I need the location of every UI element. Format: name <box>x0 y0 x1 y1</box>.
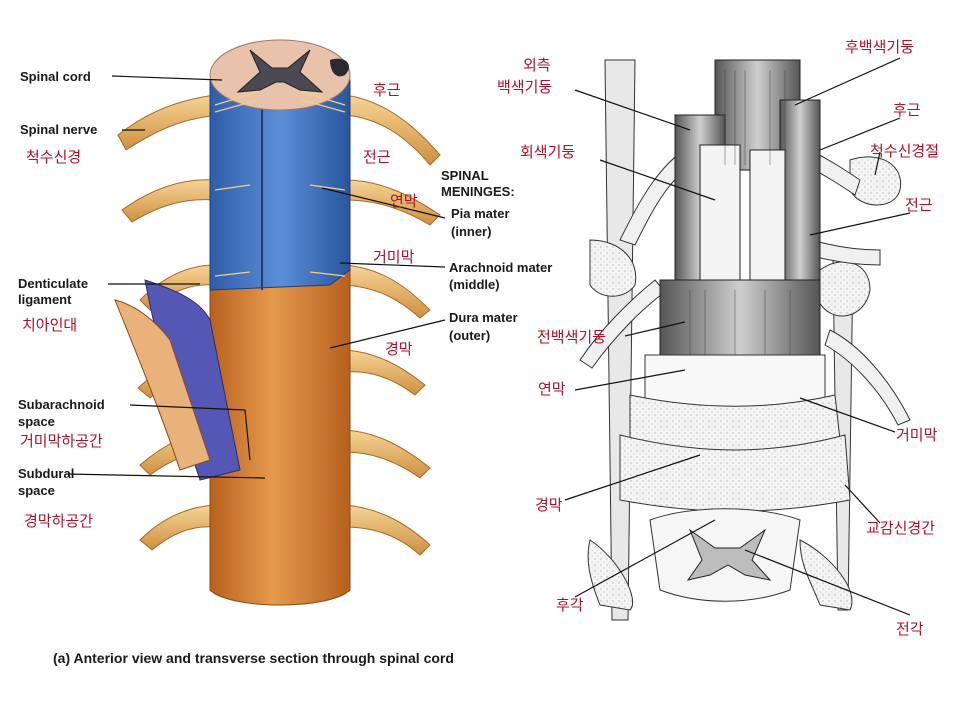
gray-matter-butterfly <box>236 49 324 93</box>
label-subarachnoid-space: space <box>18 414 55 429</box>
left-english-labels: Spinal cord Spinal nerve SPINAL MENINGES… <box>18 69 552 498</box>
dura-fold <box>114 299 211 471</box>
kr-label-anterior-root-left: 전근 <box>363 148 391 166</box>
kr-label-posterior-horn: 후각 <box>556 596 584 614</box>
label-subdural-space: space <box>18 483 55 498</box>
kr-label-lateral-column-2: 백색기둥 <box>497 78 552 96</box>
label-subarachnoid: Subarachnoid <box>18 397 105 412</box>
kr-label-subdural: 경막하공간 <box>24 512 93 530</box>
pia-layer <box>644 354 826 410</box>
kr-label-anterior-root-right: 전근 <box>905 196 933 214</box>
label-arachnoid-middle: (middle) <box>449 277 500 292</box>
label-spinal-cord: Spinal cord <box>20 69 91 84</box>
label-pia-inner: (inner) <box>451 224 491 239</box>
kr-label-posterior-root-left: 후근 <box>373 81 401 99</box>
left-spinal-nerves <box>117 94 441 556</box>
white-columns <box>659 59 821 361</box>
kr-label-pia-left: 연막 <box>390 192 418 210</box>
kr-label-gray-column: 회색기둥 <box>520 143 575 161</box>
kr-label-subarachnoid: 거미막하공간 <box>20 432 103 450</box>
kr-label-arachnoid-right: 거미막 <box>896 426 938 444</box>
label-pia-mater: Pia mater <box>451 206 510 221</box>
kr-label-sympathetic-trunk: 교감신경간 <box>866 519 935 537</box>
kr-label-pia-right: 연막 <box>538 380 566 398</box>
label-denticulate: Denticulate <box>18 276 88 291</box>
label-arachnoid-mater: Arachnoid mater <box>449 260 552 275</box>
kr-label-denticulate: 치아인대 <box>22 316 77 334</box>
dura-mater-tube <box>209 269 351 606</box>
label-spinal-nerve: Spinal nerve <box>20 122 97 137</box>
kr-label-arachnoid-left: 거미막 <box>373 248 415 266</box>
label-spinal-meninges-1: SPINAL <box>441 168 489 183</box>
kr-label-anterior-column: 전백색기둥 <box>537 328 606 346</box>
kr-label-spinal-nerve: 척수신경 <box>26 148 81 166</box>
figure-caption: (a) Anterior view and transverse section… <box>53 650 454 666</box>
label-subdural: Subdural <box>18 466 74 481</box>
pia-mater-cord <box>209 79 351 291</box>
left-spinal-cord-illustration <box>114 39 441 606</box>
right-leader-lines <box>564 57 911 616</box>
kr-label-spinal-ganglion: 척수신경절 <box>870 142 939 160</box>
kr-label-posterior-column: 후백색기둥 <box>845 38 914 56</box>
label-dura-mater: Dura mater <box>449 310 518 325</box>
dura-layer-right <box>619 434 851 512</box>
kr-label-anterior-horn: 전각 <box>896 620 924 638</box>
left-korean-labels: 후근 척수신경 전근 연막 거미막 경막 치아인대 거미막하공간 경막하공간 <box>20 81 418 530</box>
label-ligament: ligament <box>18 292 72 307</box>
right-korean-labels: 외측 백색기둥 후백색기둥 후근 척수신경절 회색기둥 전근 전백색기둥 연막 … <box>497 38 939 638</box>
kr-label-dura-right: 경막 <box>535 496 563 514</box>
kr-label-dura-left: 경막 <box>385 340 413 358</box>
label-spinal-meninges-2: MENINGES: <box>441 184 515 199</box>
kr-label-lateral-column-1: 외측 <box>523 56 551 74</box>
left-leader-lines <box>65 75 446 479</box>
right-spinal-cord-illustration <box>579 59 911 621</box>
kr-label-posterior-root-right: 후근 <box>893 101 921 119</box>
label-dura-outer: (outer) <box>449 328 490 343</box>
